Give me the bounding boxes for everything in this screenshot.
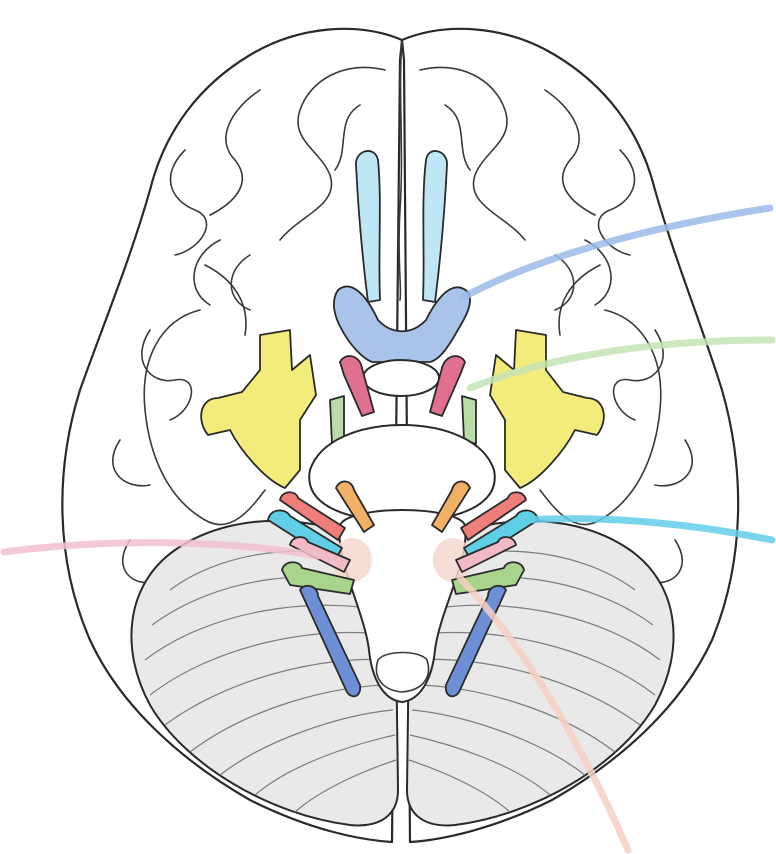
left-trigeminal-nerve <box>200 329 317 489</box>
trochlear-leader-line <box>466 336 776 392</box>
optic-leader-line <box>458 204 774 302</box>
right-trochlear-nerve <box>461 395 477 445</box>
left-olfactory-tract <box>355 150 381 303</box>
right-olfactory-tract <box>422 150 448 303</box>
right-facial-nerve <box>460 491 527 541</box>
left-vagus-nerve <box>281 561 355 595</box>
leader-lines <box>0 204 776 854</box>
right-oculomotor-nerve <box>429 355 466 417</box>
optic-chiasm <box>333 285 471 363</box>
left-oculomotor-nerve <box>339 355 375 417</box>
left-hypoglossal-nerve <box>299 584 362 698</box>
right-glossopharyngeal-nerve <box>455 536 517 573</box>
left-temporal-lobe <box>143 309 266 526</box>
left-facial-nerve <box>279 491 346 541</box>
pituitary-stalk <box>362 359 440 397</box>
left-cerebellar-hemisphere <box>130 519 400 827</box>
foramen-magnum-cord <box>375 651 430 693</box>
pons <box>308 423 496 524</box>
left-abducens-nerve <box>335 480 375 533</box>
longitudinal-fissure <box>398 39 403 301</box>
glossopharyngeal-leader-line <box>0 539 322 560</box>
olfactory-nerves <box>355 150 448 303</box>
vagus-root-leader-line <box>456 574 632 854</box>
right-abducens-nerve <box>431 480 471 533</box>
vestibulocochlear-leader-line <box>521 515 776 544</box>
